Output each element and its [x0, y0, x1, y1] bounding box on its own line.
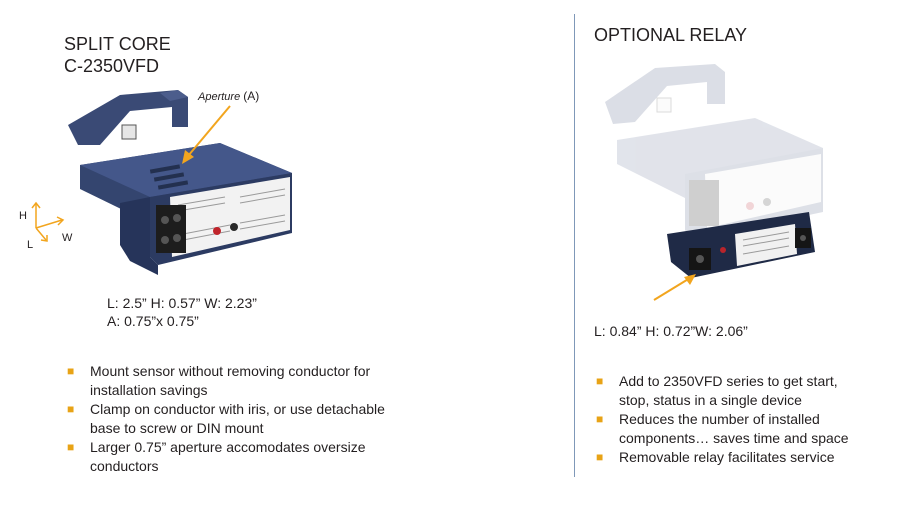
pointer-arrow-icon: [182, 105, 231, 164]
list-item: ■ Removable relay facilitates service: [596, 449, 835, 465]
relay-image: [605, 64, 823, 278]
square-bullet-icon: ■: [596, 374, 604, 388]
square-bullet-icon: ■: [67, 402, 75, 416]
column-divider: [574, 14, 575, 477]
left-title: SPLIT CORE C-2350VFD: [64, 33, 171, 77]
aperture-label: Aperture: [198, 91, 241, 103]
list-item: ■ Clamp on conductor with iris, or use d…: [67, 401, 385, 436]
right-bullet-list: ■ Add to 2350VFD series to get start, st…: [591, 372, 891, 467]
square-bullet-icon: ■: [67, 440, 75, 454]
axis-l-label: L: [27, 239, 34, 251]
left-dims-line2: A: 0.75”x 0.75”: [107, 313, 199, 329]
list-item: ■ Larger 0.75” aperture accomodates over…: [67, 439, 366, 474]
right-title: OPTIONAL RELAY: [594, 25, 748, 45]
axis-w-label: W: [62, 232, 73, 244]
list-item: ■ Mount sensor without removing conducto…: [67, 363, 371, 398]
left-dimensions: L: 2.5” H: 0.57” W: 2.23” A: 0.75”x 0.75…: [107, 294, 257, 330]
square-bullet-icon: ■: [596, 412, 604, 426]
square-bullet-icon: ■: [67, 364, 75, 378]
split-core-sensor-image: [68, 90, 292, 275]
aperture-tag: (A): [243, 89, 260, 103]
list-item: ■ Reduces the number of installed compon…: [596, 411, 849, 446]
pointer-arrow-icon: [653, 274, 696, 301]
axis-h-label: H: [19, 210, 27, 222]
axes-icon: [31, 201, 65, 242]
left-title-line2: C-2350VFD: [64, 56, 160, 76]
right-dimensions: L: 0.84” H: 0.72”W: 2.06”: [594, 323, 748, 339]
left-dims-line1: L: 2.5” H: 0.57” W: 2.23”: [107, 295, 257, 311]
aperture-callout: Aperture (A): [198, 89, 259, 103]
square-bullet-icon: ■: [596, 450, 604, 464]
list-item: ■ Add to 2350VFD series to get start, st…: [596, 373, 838, 408]
left-bullet-list: ■ Mount sensor without removing conducto…: [62, 362, 442, 476]
left-title-line1: SPLIT CORE: [64, 34, 171, 54]
